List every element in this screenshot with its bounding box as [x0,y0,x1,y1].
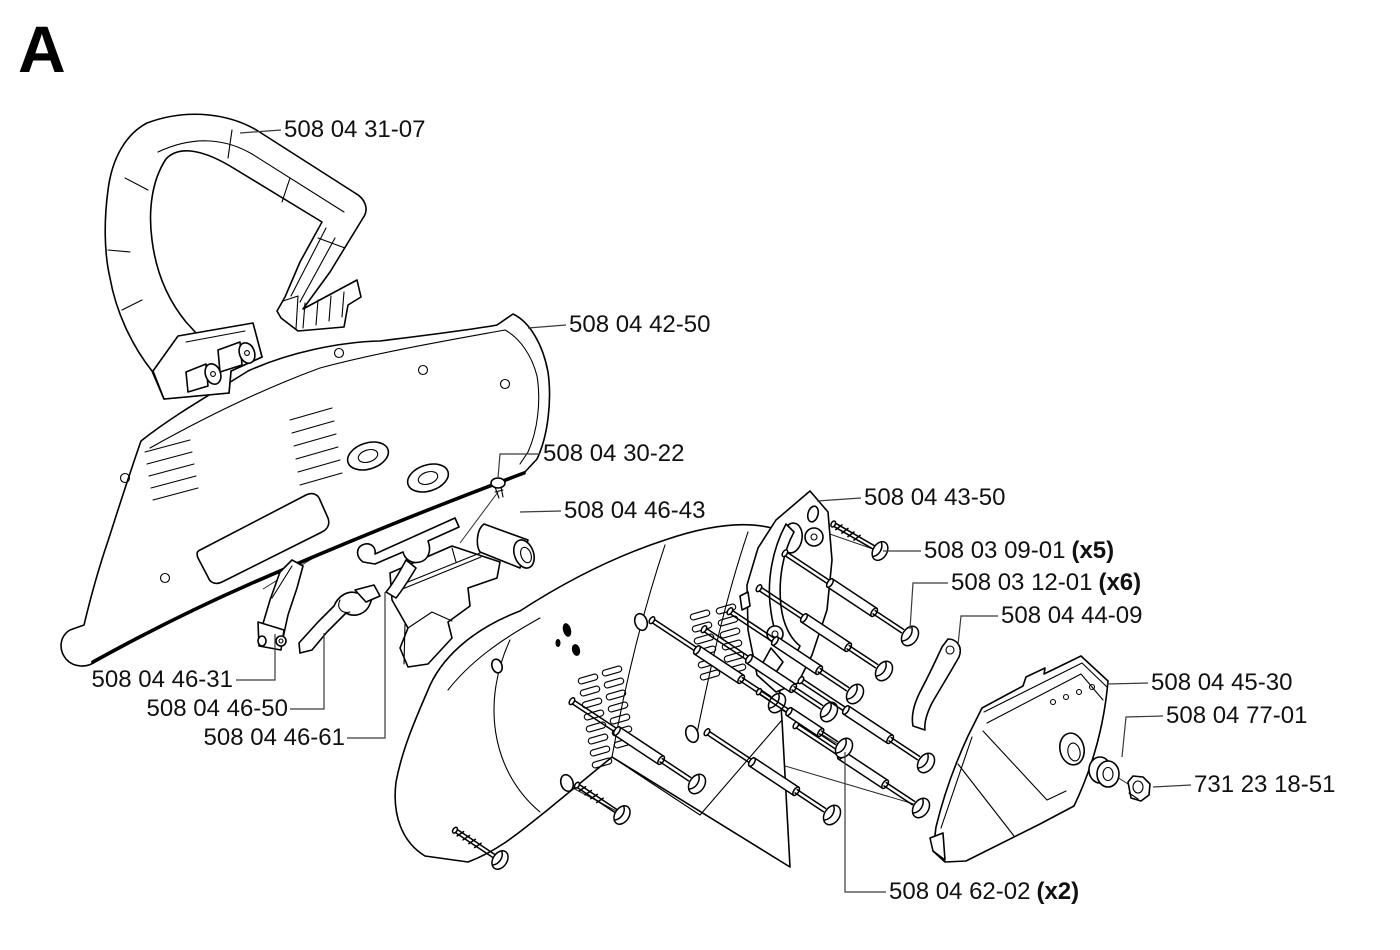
label-throttle-rod: 508 04 46-43 [564,497,705,524]
label-screw-type-b: 508 03 12-01(x6) [951,569,1141,596]
part-labels: 508 04 31-07 508 04 42-50 508 04 30-22 5… [92,116,1336,905]
leader-lines [236,129,1192,893]
nut-drawing [1127,775,1151,802]
small-screw-drawing [490,477,506,499]
label-screw-type-c: 508 04 62-02(x2) [889,878,1079,905]
washer-drawing [1088,756,1120,788]
label-side-cover: 508 04 45-30 [1151,669,1292,696]
label-washer: 508 04 77-01 [1166,702,1307,729]
label-front-handle: 508 04 31-07 [284,116,425,143]
trigger-lockout-drawing [298,584,381,654]
label-throttle-trigger: 508 04 46-31 [92,666,233,693]
throttle-rod-drawing [389,523,536,668]
label-nut: 731 23 18-51 [1194,771,1335,798]
label-rear-bracket: 508 04 43-50 [864,484,1005,511]
label-trigger-lockout: 508 04 46-50 [147,695,288,722]
brake-link-drawing [911,638,962,731]
label-screw-type-a: 508 03 09-01(x5) [924,537,1114,564]
front-handle-drawing [104,113,367,400]
throttle-link-drawing [356,517,460,599]
label-small-screw: 508 04 30-22 [543,440,684,467]
label-throttle-link: 508 04 46-61 [204,724,345,751]
label-brake-link: 508 04 44-09 [1001,602,1142,629]
top-cover-drawing [60,313,551,667]
figure-section-letter: A [18,12,66,86]
label-top-cover: 508 04 42-50 [569,311,710,338]
throttle-trigger-drawing [257,559,304,651]
side-cover-drawing [929,655,1109,863]
